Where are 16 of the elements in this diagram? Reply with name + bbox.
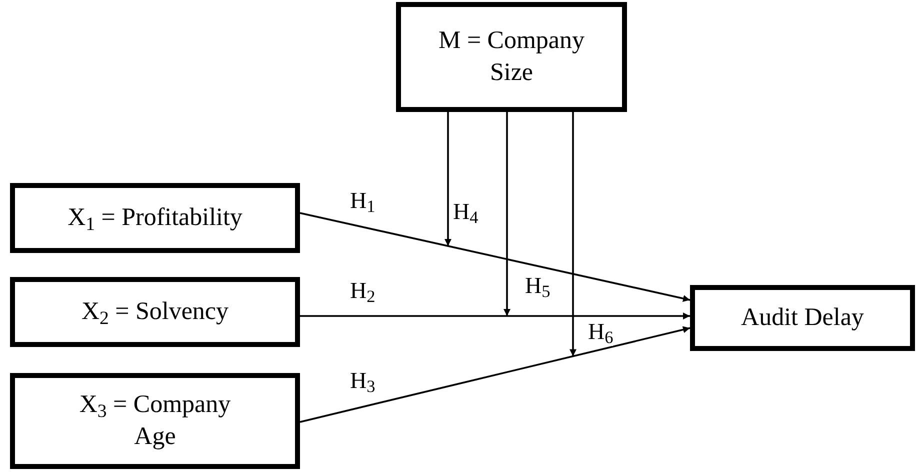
variable-label: X$_{1}$ = Profitability	[68, 203, 242, 234]
variable-label: X$_{2}$ = Solvency	[81, 297, 229, 328]
variable-box	[10, 277, 300, 347]
arrow	[300, 212, 690, 302]
arrow	[444, 112, 452, 246]
variable-box	[10, 373, 300, 469]
variable-label: Audit Delay	[741, 303, 864, 333]
arrow	[300, 312, 690, 320]
variable-box	[10, 183, 300, 253]
variable-box	[690, 285, 915, 351]
variable-box	[396, 2, 627, 112]
arrow	[570, 112, 576, 356]
variable-label: M = Company Size	[437, 26, 586, 88]
arrow	[300, 326, 690, 423]
arrow	[504, 112, 510, 316]
variable-label: X$_{3}$ = Company Age	[78, 390, 232, 452]
